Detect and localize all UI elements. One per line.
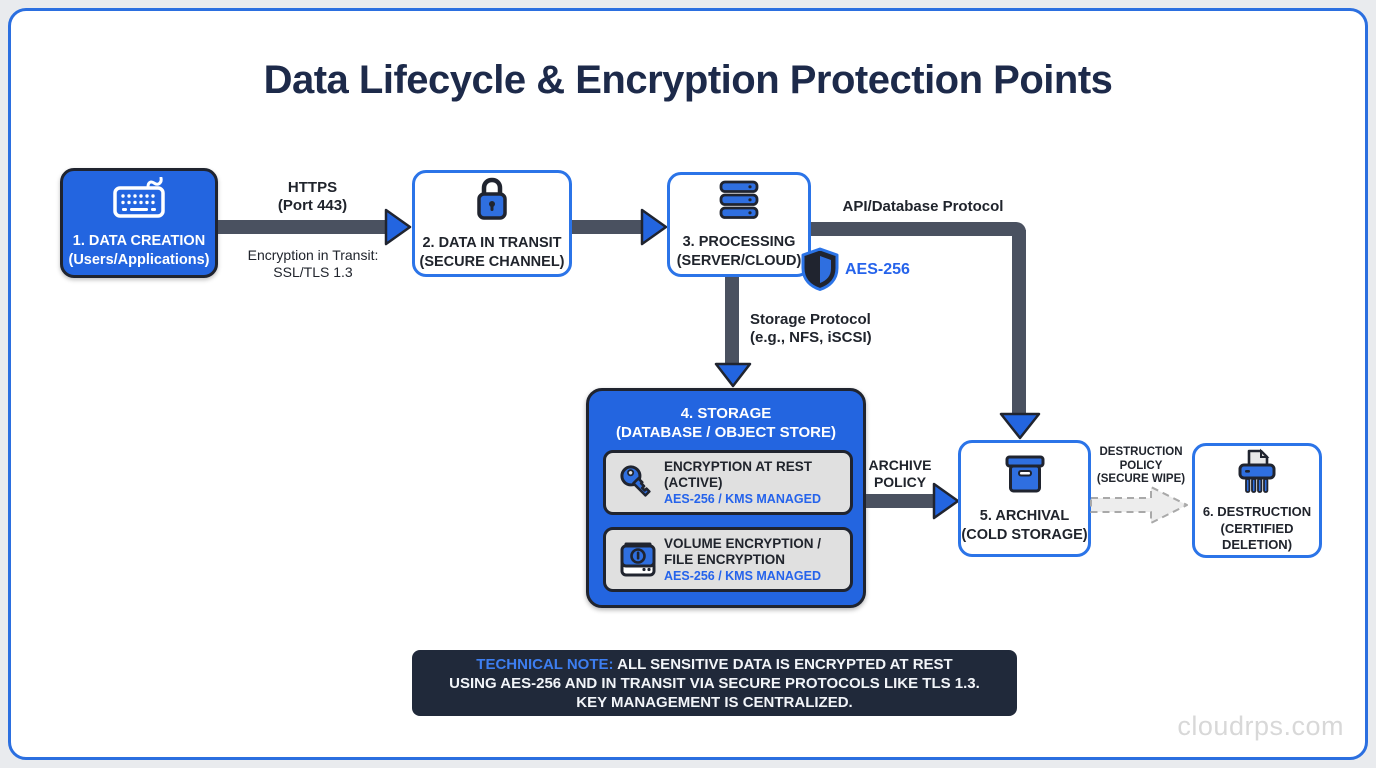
storage-item-line2: FILE ENCRYPTION [664, 551, 786, 567]
edge-label-destruction-line1: DESTRUCTION [1099, 446, 1183, 458]
node-label-line2: (COLD STORAGE) [961, 526, 1088, 543]
diagram-frame [8, 8, 1368, 760]
arrow-transit-processing-head [640, 208, 668, 251]
note-line3: KEY MANAGEMENT IS CENTRALIZED. [576, 693, 853, 711]
edge-label-storage-protocol-line2: (e.g., NFS, iSCSI) [750, 329, 872, 346]
storage-item-line1: ENCRYPTION AT REST [664, 459, 813, 474]
server-stack-icon [715, 179, 763, 226]
node-archival: 5. ARCHIVAL (COLD STORAGE) [958, 440, 1091, 557]
node-processing: 3. PROCESSING (SERVER/CLOUD) [667, 172, 811, 277]
storage-item-subtitle: AES-256 / KMS MANAGED [664, 492, 821, 506]
arrow-processing-storage-shaft [725, 277, 739, 364]
storage-title: 4. STORAGE (DATABASE / OBJECT STORE) [589, 404, 863, 442]
edge-label-https-line2: (Port 443) [277, 197, 348, 214]
arrow-transit-processing-shaft [572, 220, 644, 234]
storage-item-line1: VOLUME ENCRYPTION / [664, 536, 822, 551]
arrow-storage-archival-shaft [866, 494, 936, 508]
edge-label-archive-line1: ARCHIVE [868, 457, 932, 473]
edge-label-encryption-in-transit: Encryption in Transit: SSL/TLS 1.3 [222, 247, 404, 281]
arrow-processing-archival-shaft-h [811, 222, 1026, 236]
lock-icon [472, 176, 512, 227]
node-label-line1: 6. DESTRUCTION [1202, 504, 1312, 519]
arrow-processing-archival-head [999, 412, 1041, 445]
shredder-icon [1233, 448, 1281, 501]
edge-label-destruction-line2: POLICY [1119, 459, 1163, 472]
node-label-line2: (SERVER/CLOUD) [676, 252, 802, 269]
node-label-line2: (SECURE CHANNEL) [419, 253, 565, 270]
hard-drive-icon [612, 538, 664, 582]
storage-title-line2: (DATABASE / OBJECT STORE) [615, 424, 836, 441]
edge-label-transit-line1: Encryption in Transit: [247, 247, 379, 263]
page-title: Data Lifecycle & Encryption Protection P… [263, 58, 1113, 102]
arrow-storage-archival-head [932, 482, 960, 525]
node-data-creation: 1. DATA CREATION (Users/Applications) [60, 168, 218, 278]
arrow-processing-archival-shaft-v [1012, 230, 1026, 414]
node-label-line1: 5. ARCHIVAL [979, 507, 1070, 524]
edge-label-destruction-line3: (SECURE WIPE) [1096, 473, 1186, 485]
note-line1: TECHNICAL NOTE: ALL SENSITIVE DATA IS EN… [476, 655, 952, 674]
edge-label-storage-protocol-line1: Storage Protocol [750, 311, 871, 328]
node-destruction: 6. DESTRUCTION (CERTIFIED DELETION) [1192, 443, 1322, 558]
edge-label-api-protocol: API/Database Protocol [842, 198, 1004, 215]
edge-label-archive-policy: ARCHIVE POLICY [853, 457, 947, 491]
node-label-line1: 2. DATA IN TRANSIT [422, 234, 562, 251]
technical-note: TECHNICAL NOTE: ALL SENSITIVE DATA IS EN… [412, 650, 1017, 716]
arrow-archival-destruction [1089, 483, 1191, 532]
edge-label-https: HTTPS (Port 443) [240, 179, 385, 215]
arrow-creation-transit-shaft [218, 220, 388, 234]
keyboard-icon [111, 176, 167, 225]
storage-item-line2: (ACTIVE) [664, 474, 723, 490]
storage-item-subtitle: AES-256 / KMS MANAGED [664, 569, 821, 583]
shield-icon [800, 247, 840, 296]
aes-256-badge: AES-256 [845, 261, 910, 278]
arrow-processing-storage-head [714, 362, 752, 393]
edge-label-archive-line2: POLICY [873, 474, 927, 490]
storage-item-volume-encryption: VOLUME ENCRYPTION / FILE ENCRYPTION AES-… [603, 527, 853, 592]
note-line2: USING AES-256 AND IN TRANSIT VIA SECURE … [449, 674, 980, 692]
node-label-line2: (CERTIFIED [1220, 520, 1294, 536]
storage-item-text: VOLUME ENCRYPTION / FILE ENCRYPTION AES-… [664, 536, 821, 583]
storage-item-encryption-at-rest: ENCRYPTION AT REST (ACTIVE) AES-256 / KM… [603, 450, 853, 515]
edge-label-transit-line2: SSL/TLS 1.3 [273, 264, 353, 280]
node-label-line1: 1. DATA CREATION [72, 232, 206, 249]
node-label-line3: DELETION) [1221, 537, 1293, 552]
note-prefix: TECHNICAL NOTE: [476, 655, 614, 673]
key-icon [612, 461, 664, 505]
node-storage: 4. STORAGE (DATABASE / OBJECT STORE) ENC… [586, 388, 866, 608]
arrow-creation-transit-head [384, 208, 412, 251]
node-label-line2: (Users/Applications) [68, 251, 210, 268]
edge-label-https-line1: HTTPS [287, 179, 338, 196]
archive-box-icon [1001, 453, 1049, 500]
edge-label-destruction-policy: DESTRUCTION POLICY (SECURE WIPE) [1093, 446, 1189, 487]
node-data-in-transit: 2. DATA IN TRANSIT (SECURE CHANNEL) [412, 170, 572, 277]
watermark: cloudrps.com [1177, 711, 1344, 741]
note-line1-rest: ALL SENSITIVE DATA IS ENCRYPTED AT REST [613, 655, 953, 673]
storage-title-line1: 4. STORAGE [680, 405, 772, 422]
storage-item-text: ENCRYPTION AT REST (ACTIVE) AES-256 / KM… [664, 459, 821, 506]
node-label-line1: 3. PROCESSING [682, 233, 796, 250]
edge-label-storage-protocol: Storage Protocol (e.g., NFS, iSCSI) [750, 311, 920, 347]
